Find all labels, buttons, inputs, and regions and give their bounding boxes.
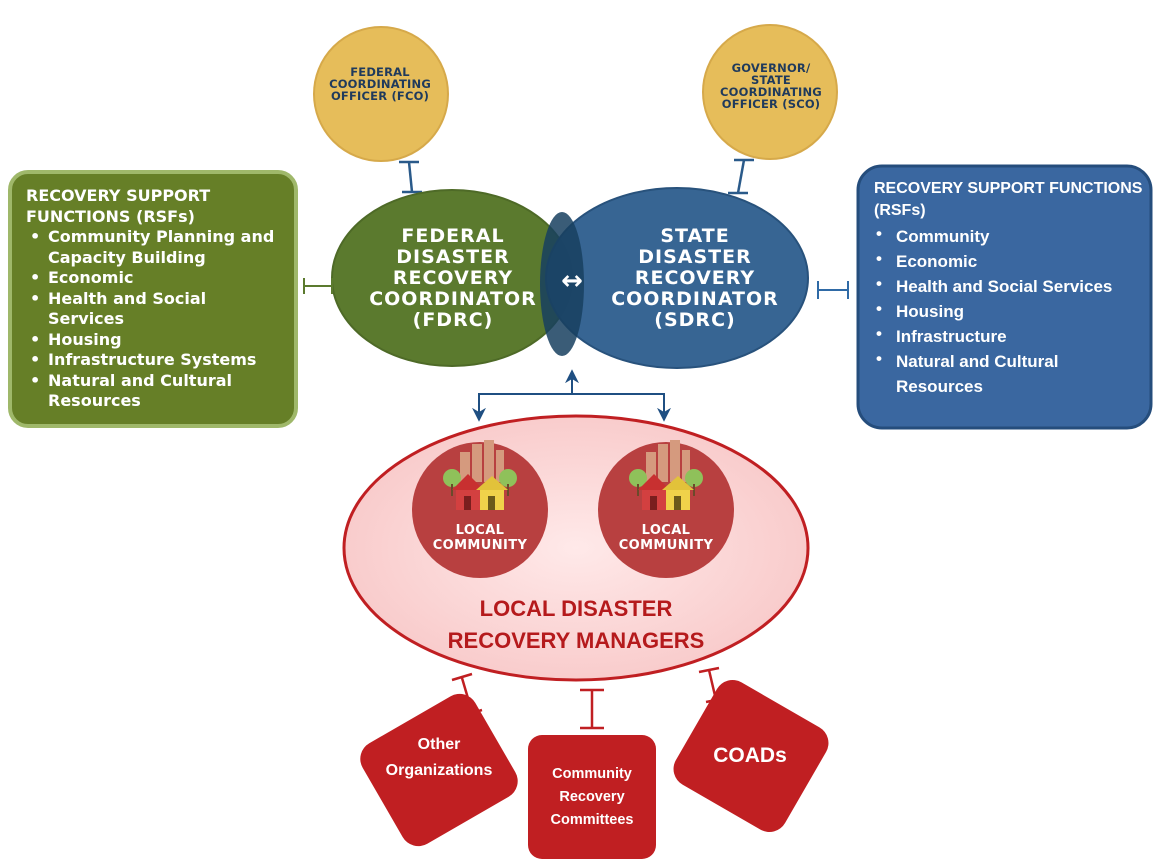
rsf-right-panel: RECOVERY SUPPORT FUNCTIONS (RSFs) Commun… xyxy=(858,166,1153,428)
community-committees-label: Community Recovery Committees xyxy=(550,765,634,828)
rsf-left-item: Infrastructure Systems xyxy=(26,350,286,371)
fco-label: FEDERAL COORDINATING OFFICER (FCO) xyxy=(329,65,431,103)
sdrc-label: STATE DISASTER RECOVERY COORDINATOR (SDR… xyxy=(611,224,779,331)
rsf-right-item: Infrastructure xyxy=(874,321,1145,349)
rsf-left-item: Housing xyxy=(26,330,286,351)
rsf-left-item: Health and Social Services xyxy=(26,289,286,330)
coads-box xyxy=(673,679,829,833)
rsf-left-connector xyxy=(303,278,333,294)
other-organizations-label: Other Organizations xyxy=(385,736,493,779)
other-organizations-box xyxy=(360,693,518,847)
rsf-right-item: Natural and Cultural Resources xyxy=(874,346,1145,399)
rsf-left-item: Community Planning and Capacity Building xyxy=(26,227,286,268)
rsf-right-list: Community Economic Health and Social Ser… xyxy=(874,221,1145,399)
city-icon xyxy=(443,440,517,510)
rsf-right-item: Economic xyxy=(874,246,1145,274)
local-community-label-1: LOCAL COMMUNITY xyxy=(432,523,528,553)
fdrc-label: FEDERAL DISASTER RECOVERY COORDINATOR (F… xyxy=(369,224,537,331)
local-managers-title: LOCAL DISASTER RECOVERY MANAGERS xyxy=(447,596,705,653)
overlap-region xyxy=(540,212,584,356)
rsf-left-item: Natural and Cultural Resources xyxy=(26,371,286,412)
rsf-right-item: Health and Social Services xyxy=(874,271,1145,299)
sco-circle xyxy=(702,24,838,160)
rsf-right-item: Housing xyxy=(874,296,1145,324)
city-icon xyxy=(629,440,703,510)
local-community-label-2: LOCAL COMMUNITY xyxy=(618,523,714,553)
fco-connector xyxy=(399,160,422,194)
fco-circle xyxy=(313,26,449,162)
rsf-left-item: Economic xyxy=(26,268,286,289)
community-committees-box xyxy=(528,735,656,859)
rsf-left-panel: RECOVERY SUPPORT FUNCTIONS (RSFs) Commun… xyxy=(10,172,296,426)
rsf-right-title: RECOVERY SUPPORT FUNCTIONS (RSFs) xyxy=(874,180,1143,219)
sco-connector xyxy=(728,158,754,195)
rsf-right-item: Community xyxy=(874,221,1145,249)
rsf-left-list: Community Planning and Capacity Building… xyxy=(26,227,286,412)
rsf-left-title: RECOVERY SUPPORT FUNCTIONS (RSFs) xyxy=(26,186,211,226)
bidirectional-arrow-icon: ↔ xyxy=(561,266,583,296)
rsf-right-connector xyxy=(817,281,849,299)
coads-label: COADs xyxy=(713,744,787,767)
sco-label: GOVERNOR/ STATE COORDINATING OFFICER (SC… xyxy=(720,61,822,111)
local-branch-arrows xyxy=(472,369,671,422)
